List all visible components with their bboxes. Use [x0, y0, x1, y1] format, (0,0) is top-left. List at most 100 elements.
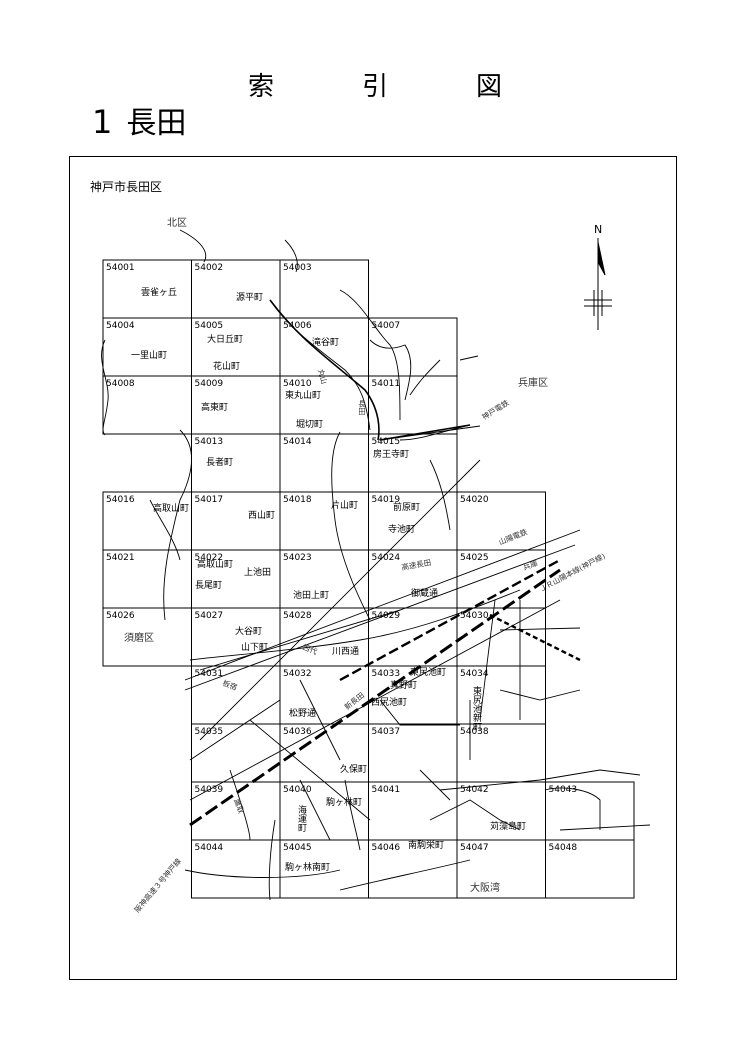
section-name: 長田 [126, 106, 187, 141]
tile-code: 54011 [372, 379, 401, 389]
place-label: 山下町 [241, 642, 268, 653]
place-label: 駒ヶ林町 [326, 796, 362, 808]
tile-code: 54026 [106, 611, 135, 621]
place-label: 高東町 [201, 401, 228, 413]
place-label: 雲雀ヶ丘 [141, 286, 177, 298]
tile-code: 54047 [460, 843, 489, 853]
line-label: 阪神高速３号神戸線 [132, 856, 183, 915]
line-label: 長田 [357, 400, 366, 417]
place-label: 大日丘町 [207, 333, 243, 345]
place-label: 上池田 [244, 566, 271, 578]
place-label: 片山町 [331, 499, 358, 511]
map-tile[interactable] [545, 839, 635, 899]
tile-code: 54017 [195, 495, 224, 505]
place-label: 西山町 [248, 510, 275, 521]
tile-code: 54034 [460, 669, 489, 679]
place-label: 滝谷町 [312, 337, 339, 348]
tile-code: 54003 [283, 263, 312, 273]
tile-code: 54018 [283, 495, 312, 505]
tile-code: 54033 [372, 669, 401, 679]
place-label: 寺池町 [388, 523, 415, 535]
place-label: 源平町 [236, 292, 263, 303]
line-labels: 神戸電鉄 山陽電鉄 ＪＲ山陽本線(神戸線) 阪神高速３号神戸線 高速長田 板宿 … [132, 368, 607, 914]
tile-code: 54009 [195, 379, 224, 389]
line-label: 山陽電鉄 [497, 526, 529, 547]
place-label: 東尻池町 [410, 666, 446, 678]
tile-code: 54042 [460, 785, 489, 795]
line-label: 新長田 [342, 690, 366, 712]
tile-code: 54046 [372, 843, 401, 853]
line-label: 兵庫 [522, 558, 540, 572]
place-label: 駒ヶ林南町 [285, 861, 330, 873]
tile-code: 54001 [106, 263, 135, 273]
region-osakawan: 大阪湾 [470, 881, 500, 894]
line-label: 板宿 [221, 677, 239, 692]
page-title: 索引図 [247, 72, 590, 102]
ward-label: 神戸市長田区 [90, 179, 162, 194]
place-label: 久保町 [340, 763, 367, 775]
tile-code: 54020 [460, 495, 489, 505]
place-label: 西尻池町 [371, 696, 407, 708]
place-label: 東尻池新町 [471, 685, 482, 731]
place-label: 苅藻島町 [490, 820, 526, 832]
tile-code: 54015 [372, 437, 401, 447]
tile-code: 54008 [106, 379, 135, 389]
tile-code: 54039 [195, 785, 224, 795]
place-label: 南駒栄町 [408, 839, 444, 851]
tile-code: 54032 [283, 669, 312, 679]
tile-code: 54044 [195, 843, 224, 853]
tile-code: 54029 [372, 611, 401, 621]
region-hyogo: 兵庫区 [518, 376, 548, 389]
line-label: ＪＲ山陽本線(神戸線) [537, 550, 607, 593]
north-arrow-icon: N [584, 223, 612, 330]
tile-code: 54041 [372, 785, 401, 795]
tile-code: 54022 [195, 553, 224, 563]
tile-code: 54024 [372, 553, 401, 563]
place-label: 海運町 [296, 804, 307, 832]
place-label: 池田上町 [293, 589, 329, 601]
tile-code: 54038 [460, 727, 489, 737]
tile-code: 54036 [283, 727, 312, 737]
tile-code: 54014 [283, 437, 312, 447]
tile-code: 54013 [195, 437, 224, 447]
tile-grid: 54001 54002 54003 54004 54005 54006 54007 54008… [102, 259, 635, 899]
tile-code: 54007 [372, 321, 401, 331]
tile-code: 54037 [372, 727, 401, 737]
tile-code: 54016 [106, 495, 135, 505]
railway-lines [189, 299, 581, 827]
north-label: N [594, 223, 602, 236]
tile-code: 54002 [195, 263, 224, 273]
tile-code: 54028 [283, 611, 312, 621]
place-label: 高取山町 [153, 502, 189, 514]
tile-code: 54027 [195, 611, 224, 621]
place-label: 大谷町 [235, 625, 262, 637]
line-label: 高速長田 [401, 557, 432, 572]
region-suma: 須磨区 [124, 632, 154, 644]
section-number: 1 [92, 103, 113, 141]
tile-code: 54045 [283, 843, 312, 853]
place-label: 東丸山町 [285, 389, 321, 401]
tile-code: 54025 [460, 553, 489, 563]
tile-code: 54030 [460, 611, 489, 621]
tile-code: 54004 [106, 321, 135, 331]
tile-code: 54048 [549, 843, 578, 853]
map-frame [69, 156, 677, 980]
tile-code: 54019 [372, 495, 401, 505]
place-label: 真野町 [390, 679, 417, 691]
place-label: 高取山町 [197, 558, 233, 570]
place-label: 松野通 [289, 707, 316, 719]
tile-code: 54010 [283, 379, 312, 389]
line-label: 丸山 [316, 368, 330, 385]
place-label: 川西通 [332, 646, 359, 657]
tile-code: 54006 [283, 321, 312, 331]
place-names: 雲雀ヶ丘 源平町 大日丘町 滝谷町 一里山町 花山町 東丸山町 高東町 堀切町 … [131, 286, 526, 873]
section-title: 1 長田 [92, 98, 186, 142]
place-label: 房王寺町 [373, 448, 409, 460]
place-label: 御蔵通 [411, 587, 438, 599]
line-label: 神戸電鉄 [480, 397, 511, 422]
tile-code: 54023 [283, 553, 312, 563]
tile-code: 54043 [549, 785, 578, 795]
place-label: 長者町 [206, 457, 233, 468]
tile-code: 54005 [195, 321, 224, 331]
